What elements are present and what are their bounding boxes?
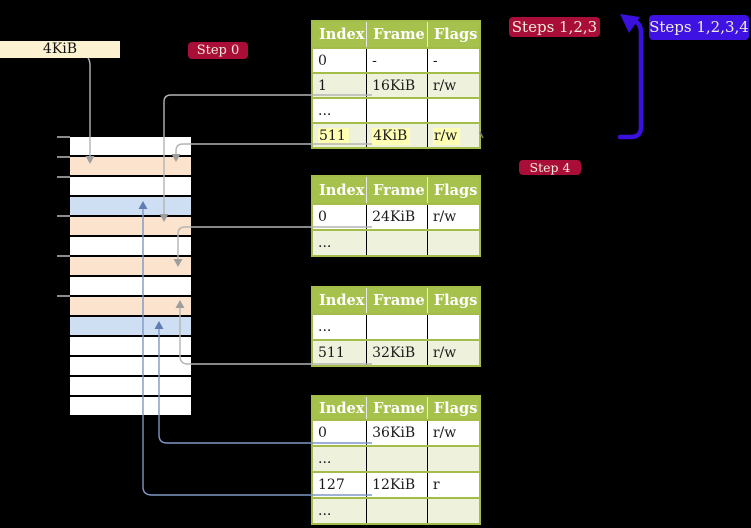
index-cell: 0 [312,47,367,73]
frame-cell: 4KiB [366,122,428,148]
address-tick [57,176,70,178]
table-row: 0 36KiB r/w [312,419,480,446]
page-table-1: Index Frame Flags 0 - - 1 16KiB r/w ... … [311,20,481,149]
memory-row [70,397,191,415]
flags-cell: r/w [426,72,480,98]
frame-cell: - [366,47,428,73]
flags-cell [426,313,480,340]
flags-cell: r/w [426,122,480,148]
table-header-row: Index Frame Flags [312,21,480,48]
memory-row [70,317,191,335]
index-header: Index [312,287,367,314]
address-tick [57,136,70,138]
frame-address-label: 4KiB [0,41,120,58]
frame-cell [366,445,428,472]
flags-cell: r [426,471,480,498]
frame-header: Frame [366,396,428,420]
memory-row [70,217,191,235]
highlighted-value: r/w [432,127,461,145]
memory-row [70,237,191,255]
frame-header: Frame [366,176,428,204]
table-row-highlighted: 511 4KiB r/w [312,122,480,148]
loop-arrowhead [620,14,640,33]
index-header: Index [312,21,367,48]
address-tick [57,215,70,217]
loop-arrow-steps [617,16,644,140]
table-row: ... [312,313,480,340]
highlighted-value: 511 [318,127,349,145]
frame-cell: 16KiB [366,72,428,98]
table-header-row: Index Frame Flags [312,396,480,420]
index-cell: 511 [312,122,367,148]
frame-header: Frame [366,21,428,48]
flags-cell [426,497,480,524]
index-cell: ... [312,97,367,123]
index-cell: 1 [312,72,367,98]
frame-cell: 12KiB [366,471,428,498]
table-row: ... [312,445,480,472]
index-cell: 127 [312,471,367,498]
index-header: Index [312,396,367,420]
frame-cell [366,497,428,524]
frame-cell [366,97,428,123]
memory-row [70,297,191,315]
table-row: 0 - - [312,47,480,73]
address-tick [57,255,70,257]
flags-header: Flags [426,21,480,48]
index-cell: ... [312,229,367,256]
memory-row [70,377,191,395]
index-cell: ... [312,313,367,340]
page-table-3: Index Frame Flags ... 511 32KiB r/w [311,286,481,367]
table-row: ... [312,229,480,256]
step4-badge: Step 4 [519,160,581,175]
index-cell: ... [312,445,367,472]
memory-row [70,357,191,375]
memory-row [70,337,191,355]
address-tick [57,295,70,297]
table-row: ... [312,97,480,123]
frame-cell: 24KiB [366,203,428,230]
frame-cell [366,313,428,340]
memory-row [70,177,191,195]
page-table-4: Index Frame Flags 0 36KiB r/w ... 127 12… [311,395,481,525]
flags-cell: - [426,47,480,73]
memory-row [70,197,191,215]
flags-header: Flags [426,287,480,314]
frame-cell: 32KiB [366,339,428,366]
index-cell: ... [312,497,367,524]
flags-cell [426,97,480,123]
table-row: ... [312,497,480,524]
table-row: 0 24KiB r/w [312,203,480,230]
flags-header: Flags [426,396,480,420]
flags-header: Flags [426,176,480,204]
table-row: 1 16KiB r/w [312,72,480,98]
index-header: Index [312,176,367,204]
memory-row [70,157,191,175]
address-tick [57,156,70,158]
table-row: 127 12KiB r [312,471,480,498]
index-cell: 0 [312,203,367,230]
steps123-badge: Steps 1,2,3 [509,17,600,37]
frame-header: Frame [366,287,428,314]
memory-row [70,277,191,295]
table-header-row: Index Frame Flags [312,176,480,204]
flags-cell: r/w [426,419,480,446]
flags-cell [426,445,480,472]
memory-row [70,257,191,275]
memory-row [70,137,191,155]
table-row: 511 32KiB r/w [312,339,480,366]
frame-cell: 36KiB [366,419,428,446]
table-header-row: Index Frame Flags [312,287,480,314]
step0-badge: Step 0 [188,42,248,59]
flags-cell [426,229,480,256]
flags-cell: r/w [426,339,480,366]
index-cell: 511 [312,339,367,366]
physical-memory-column [70,137,191,415]
page-table-2: Index Frame Flags 0 24KiB r/w ... [311,175,481,257]
flags-cell: r/w [426,203,480,230]
frame-cell [366,229,428,256]
highlighted-value: 4KiB [372,127,411,145]
index-cell: 0 [312,419,367,446]
steps1234-badge: Steps 1,2,3,4 [649,15,749,40]
